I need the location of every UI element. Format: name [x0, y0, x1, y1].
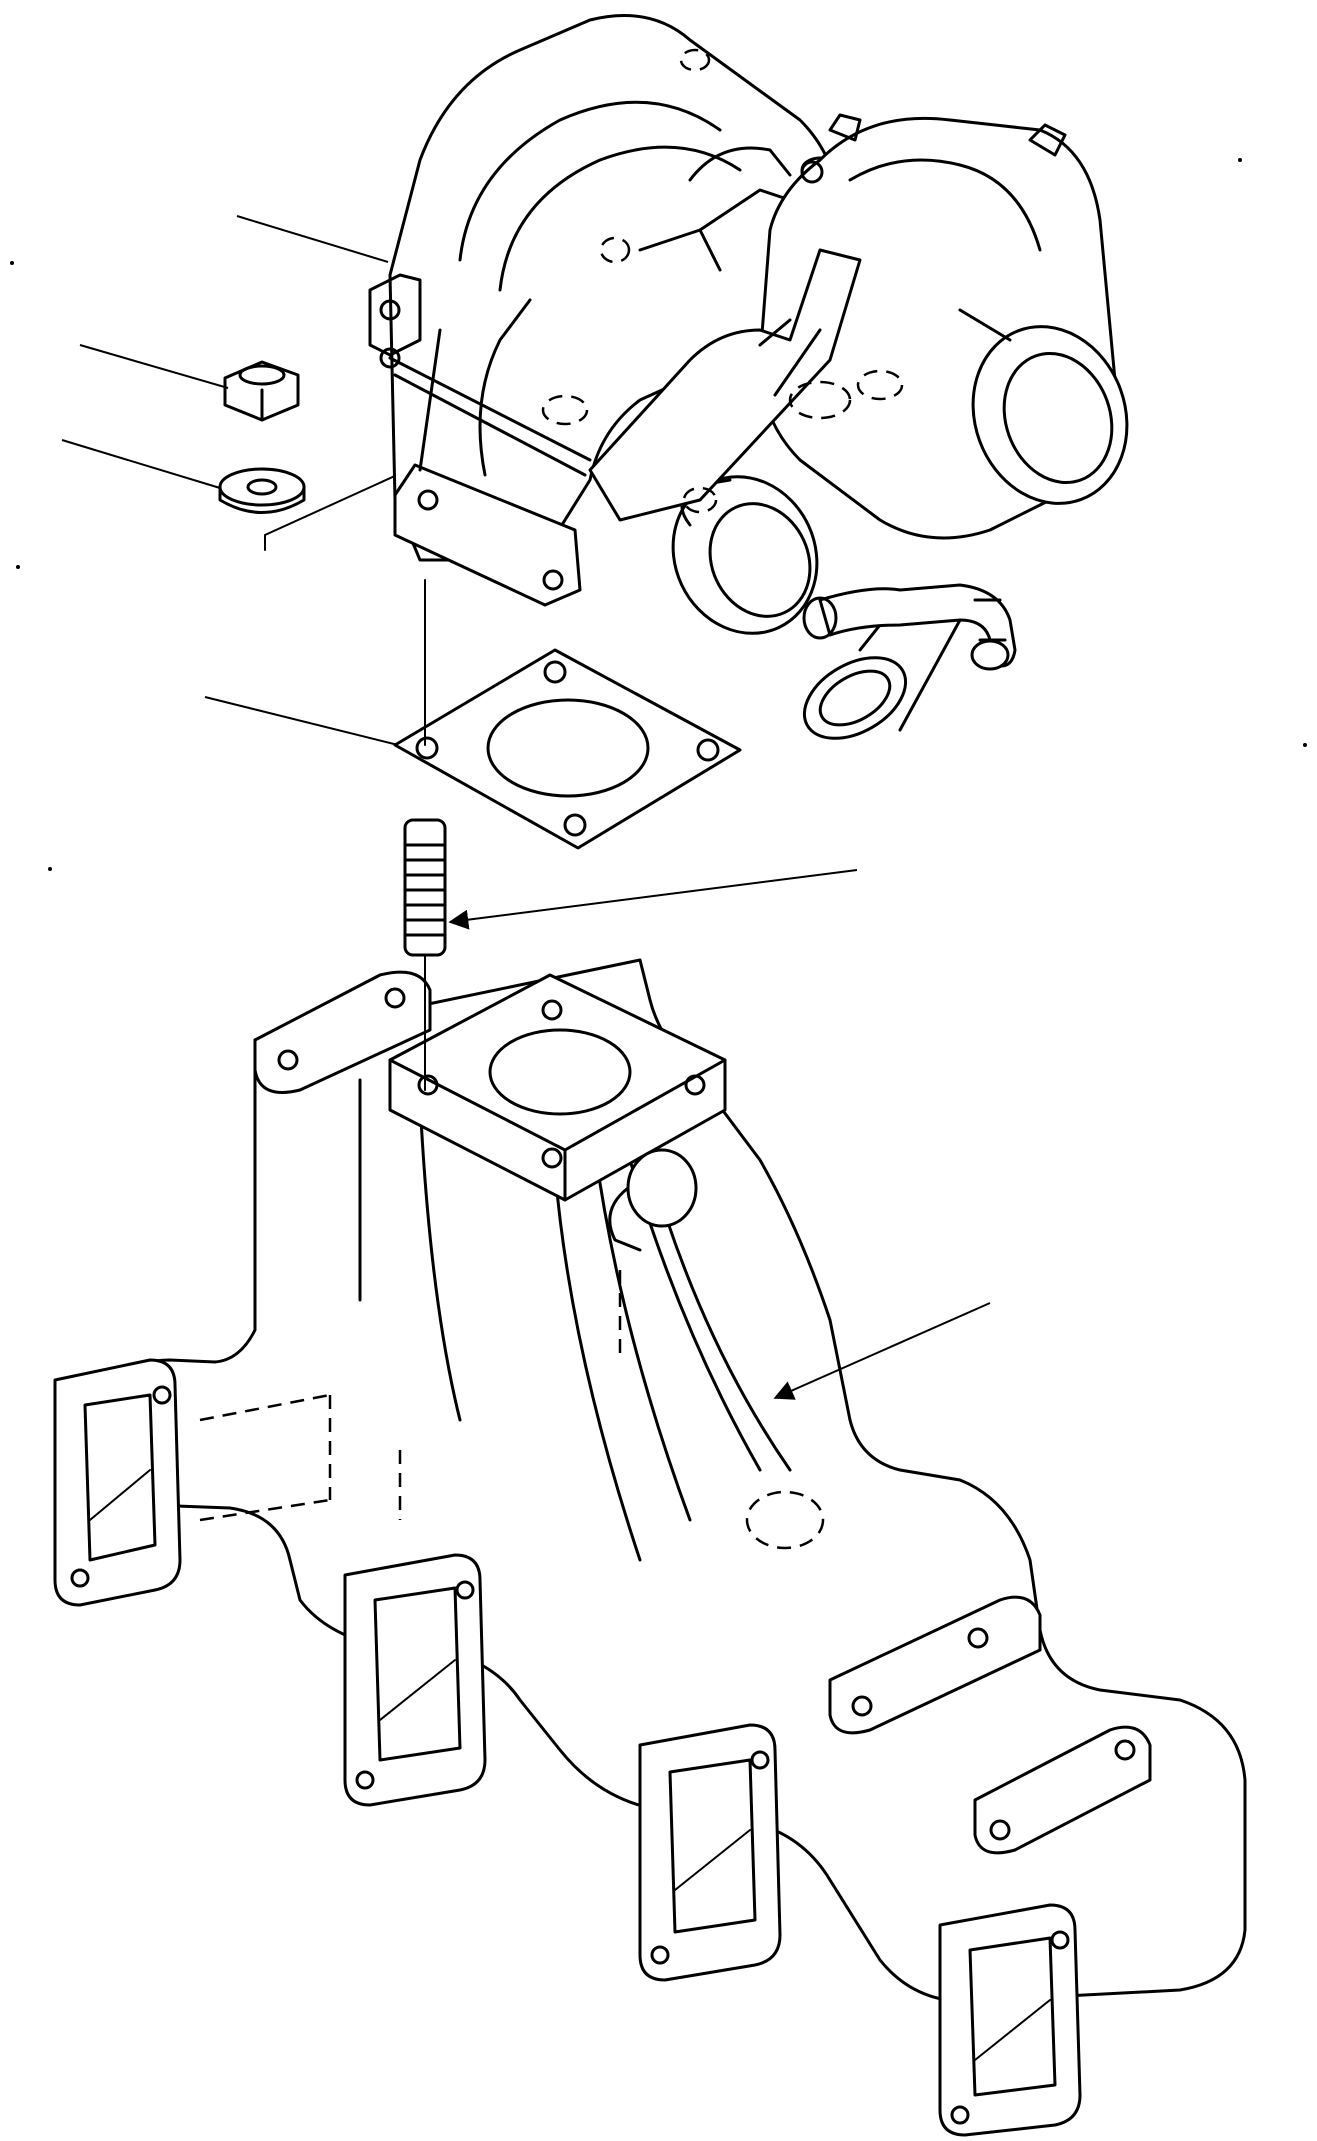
- turbocharger: [368, 14, 1129, 740]
- leader-exhaust-manifold: [773, 1302, 991, 1400]
- manifold-port-flange-1: [53, 1358, 182, 1607]
- leader-gasket: [204, 696, 399, 746]
- gasket: [393, 579, 742, 850]
- leader-stud-bolt: [448, 869, 858, 930]
- manifold-port-flange-4: [938, 1903, 1082, 2137]
- leader-washer: [61, 439, 221, 489]
- assembly-guide-line: [264, 459, 431, 551]
- manifold-port-flange-3: [638, 1723, 782, 1982]
- exhaust-manifold: [53, 958, 1247, 2137]
- leader-lines: [61, 215, 991, 1400]
- nut: [223, 360, 300, 422]
- manifold-port-flange-2: [343, 1553, 487, 1807]
- leader-nut: [79, 344, 229, 389]
- washer: [218, 467, 306, 514]
- scan-specks: [10, 158, 1307, 871]
- stud-bolt: [403, 818, 447, 1091]
- leader-turbocharger: [236, 215, 389, 263]
